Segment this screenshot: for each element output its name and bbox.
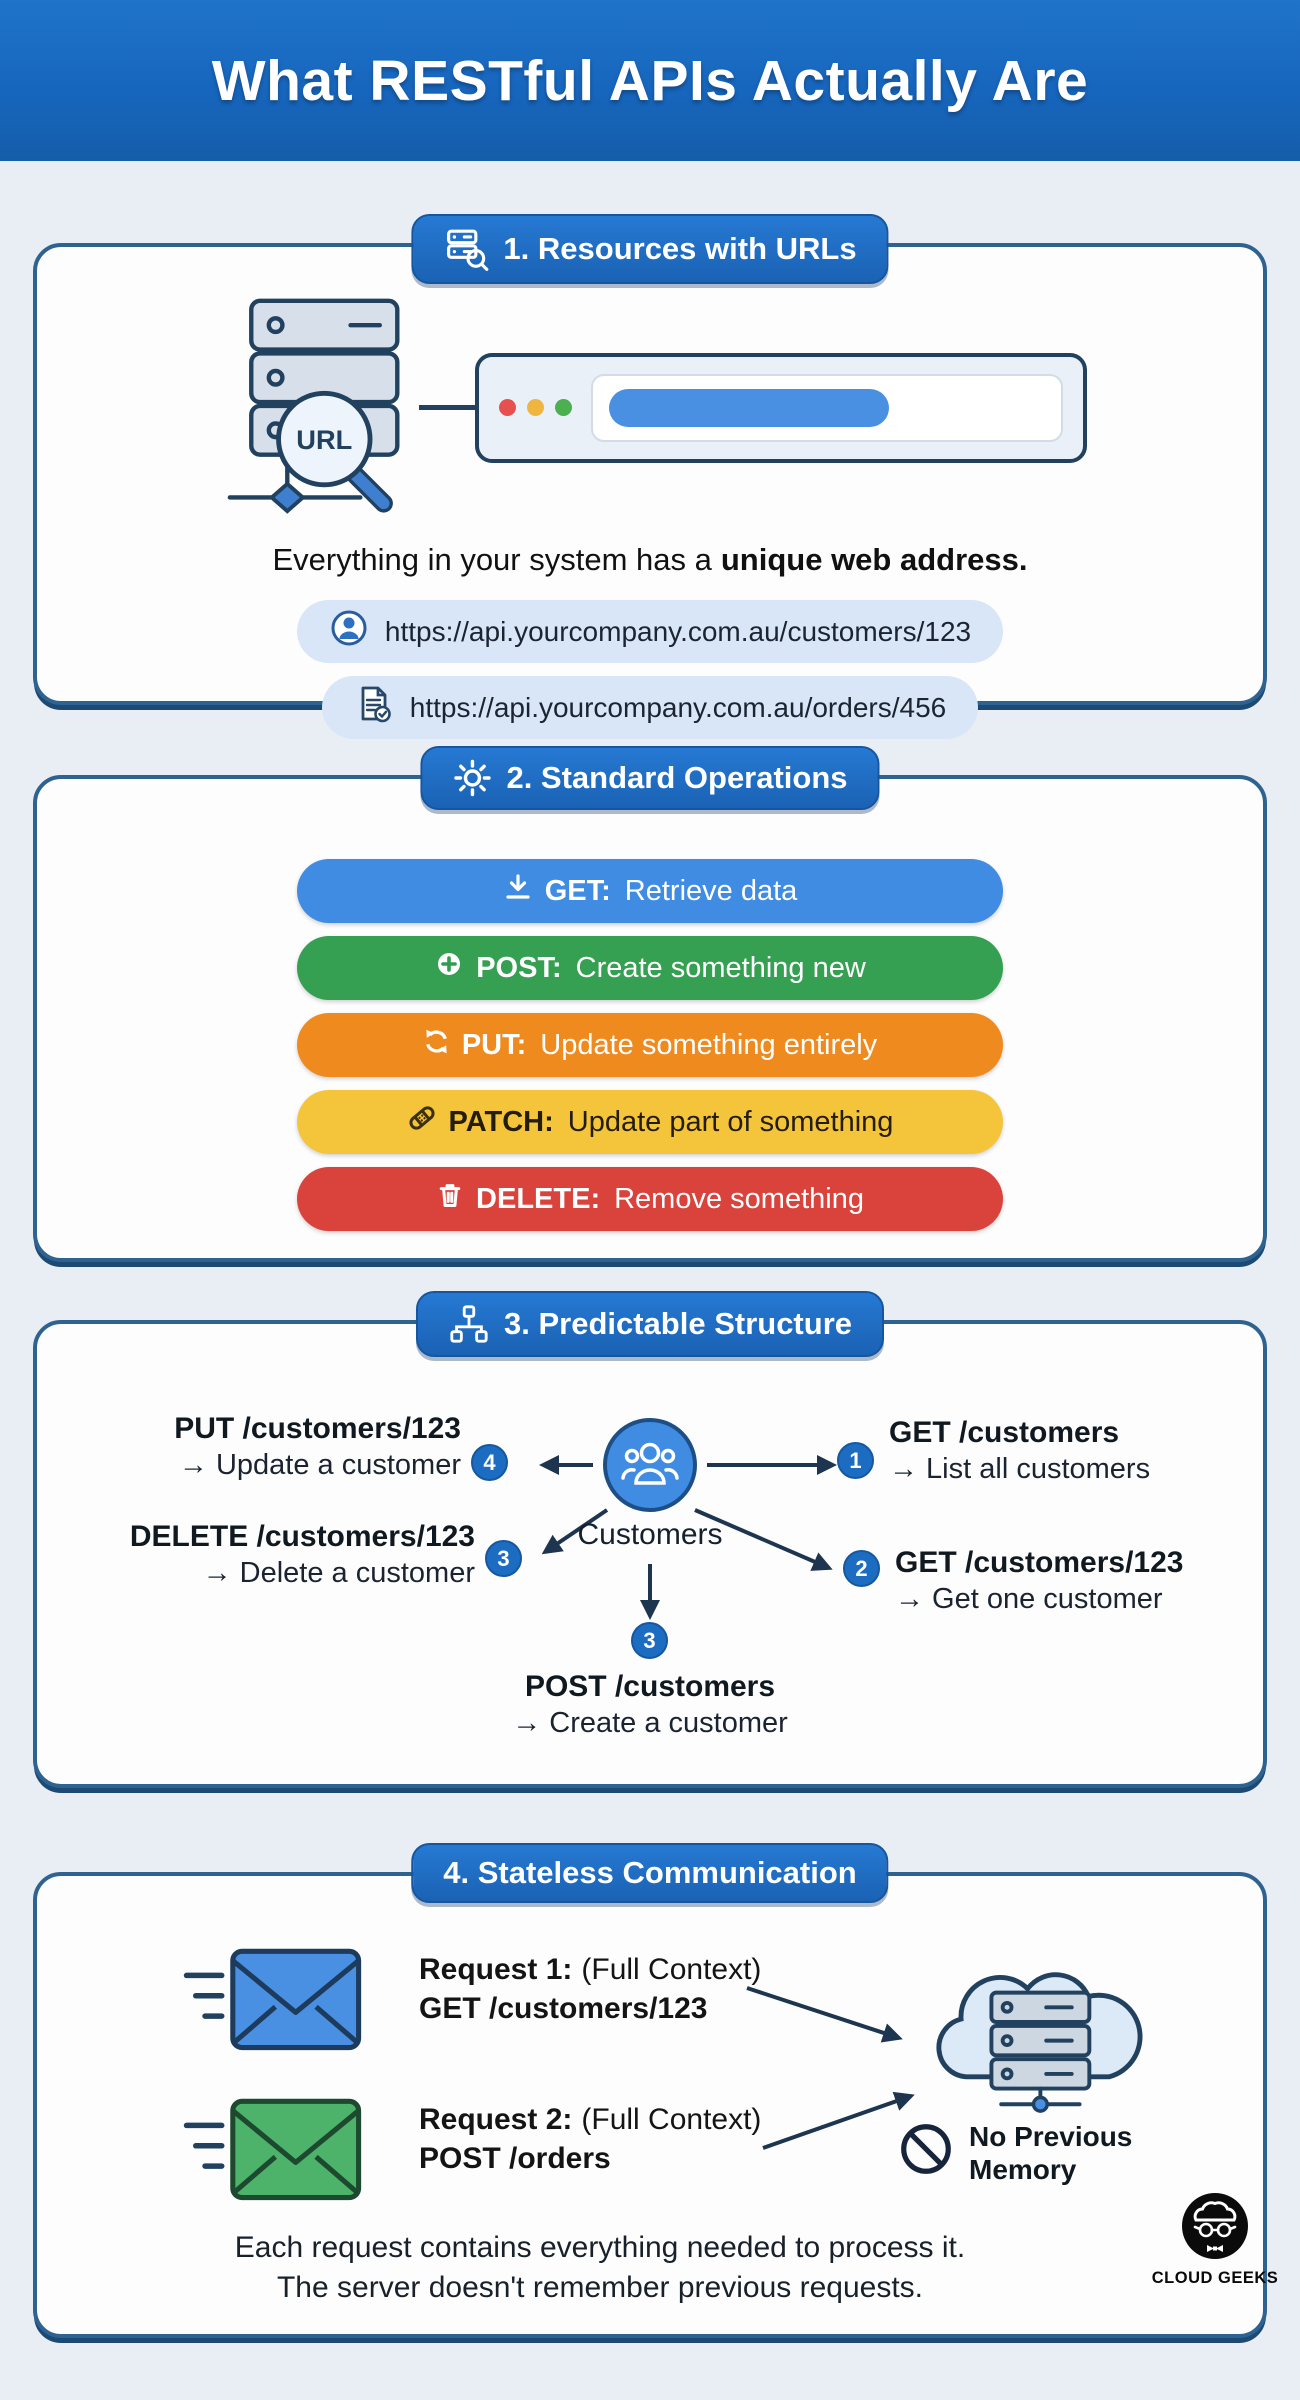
endpoint-get-list: GET /customers → List all customers: [889, 1416, 1151, 1485]
section-structure-card: 3. Predictable Structure: [33, 1291, 1267, 1788]
endpoint-delete: DELETE /customers/123 → Delete a custome…: [129, 1520, 475, 1589]
no-previous-memory-label: No Previous Memory: [969, 2121, 1133, 2185]
url-pill-orders: https://api.yourcompany.com.au/orders/45…: [321, 676, 979, 739]
step-badge-3-bottom: 3: [631, 1622, 668, 1659]
bandage-icon: [407, 1103, 437, 1141]
sitemap-icon: [448, 1303, 490, 1345]
envelope-blue-icon: [181, 1940, 366, 2075]
endpoint-get-one: GET /customers/123 → Get one customer: [895, 1546, 1184, 1615]
request-2: Request 2:(Full Context) POST /orders: [419, 2103, 762, 2175]
request-1: Request 1:(Full Context) GET /customers/…: [419, 1953, 762, 2025]
section-operations-card: 2. Standard Operations GET: Retrieve dat…: [33, 746, 1267, 1262]
section2-badge: 2. Standard Operations: [420, 746, 880, 810]
server-url-icon: URL: [214, 295, 419, 520]
url-label: URL: [296, 424, 352, 455]
download-icon: [503, 872, 533, 910]
url-text: https://api.yourcompany.com.au/orders/45…: [409, 691, 947, 723]
envelope-green-icon: [181, 2090, 366, 2225]
section1-badge: 1. Resources with URLs: [411, 214, 889, 284]
step-badge-4: 4: [471, 1444, 508, 1481]
endpoint-post: POST /customers → Create a customer: [512, 1670, 788, 1739]
browser-address-field: [590, 373, 1063, 442]
trash-icon: [436, 1181, 464, 1217]
no-symbol-icon: [897, 2120, 955, 2183]
section-stateless-card: 4. Stateless Communication: [33, 1843, 1278, 2338]
section1-badge-label: 1. Resources with URLs: [503, 231, 857, 266]
section4-badge: 4. Stateless Communication: [411, 1843, 889, 1903]
stateless-footer-text: Each request contains everything needed …: [234, 2231, 966, 2304]
section3-badge: 3. Predictable Structure: [415, 1291, 885, 1357]
user-icon: [329, 608, 369, 655]
page-title: What RESTful APIs Actually Are: [211, 48, 1089, 113]
server-browser-connector: [418, 405, 477, 410]
step-badge-3-left: 3: [485, 1540, 522, 1577]
refresh-icon: [423, 1028, 450, 1063]
cloud-geeks-logo-icon: [1179, 2193, 1251, 2266]
browser-dot-red: [498, 399, 516, 416]
header-banner: What RESTful APIs Actually Are: [0, 0, 1300, 161]
url-text: https://api.yourcompany.com.au/customers…: [384, 615, 972, 647]
request-arrows: [746, 1986, 915, 2150]
group-icon: [621, 1439, 679, 1492]
url-pill-customers: https://api.yourcompany.com.au/customers…: [296, 600, 1004, 663]
plus-circle-icon: [434, 949, 464, 987]
brand-name: CLOUD GEEKS: [1151, 2269, 1279, 2287]
cloud-server-icon: [917, 1922, 1152, 2127]
gear-icon: [452, 758, 492, 798]
section3-badge-label: 3. Predictable Structure: [503, 1306, 853, 1341]
section-resources-card: 1. Resources with URLs: [33, 214, 1267, 739]
document-icon: [354, 684, 394, 731]
cloud-geeks-logo: CLOUD GEEKS: [1135, 2190, 1295, 2288]
op-patch: PATCH: Update part of something: [297, 1090, 1003, 1154]
browser-bar: [474, 352, 1087, 463]
op-put: PUT: Update something entirely: [297, 1013, 1003, 1077]
step-badge-1: 1: [837, 1442, 874, 1479]
customers-node: [603, 1418, 697, 1512]
op-get: GET: Retrieve data: [297, 859, 1003, 923]
op-post: POST: Create something new: [297, 936, 1003, 1000]
browser-dot-green: [554, 399, 572, 416]
section4-badge-label: 4. Stateless Communication: [443, 1855, 857, 1890]
server-search-icon: [443, 226, 489, 272]
browser-dot-yellow: [526, 399, 544, 416]
browser-address-fill: [608, 388, 889, 427]
endpoint-put: PUT /customers/123 → Update a customer: [174, 1412, 461, 1481]
step-badge-2: 2: [843, 1550, 880, 1587]
diagram-arrows: [539, 1455, 837, 1620]
customers-label: Customers: [577, 1518, 723, 1551]
resources-illustration: URL: [37, 295, 1263, 520]
section2-badge-label: 2. Standard Operations: [506, 760, 848, 795]
op-delete: DELETE: Remove something: [297, 1167, 1003, 1231]
